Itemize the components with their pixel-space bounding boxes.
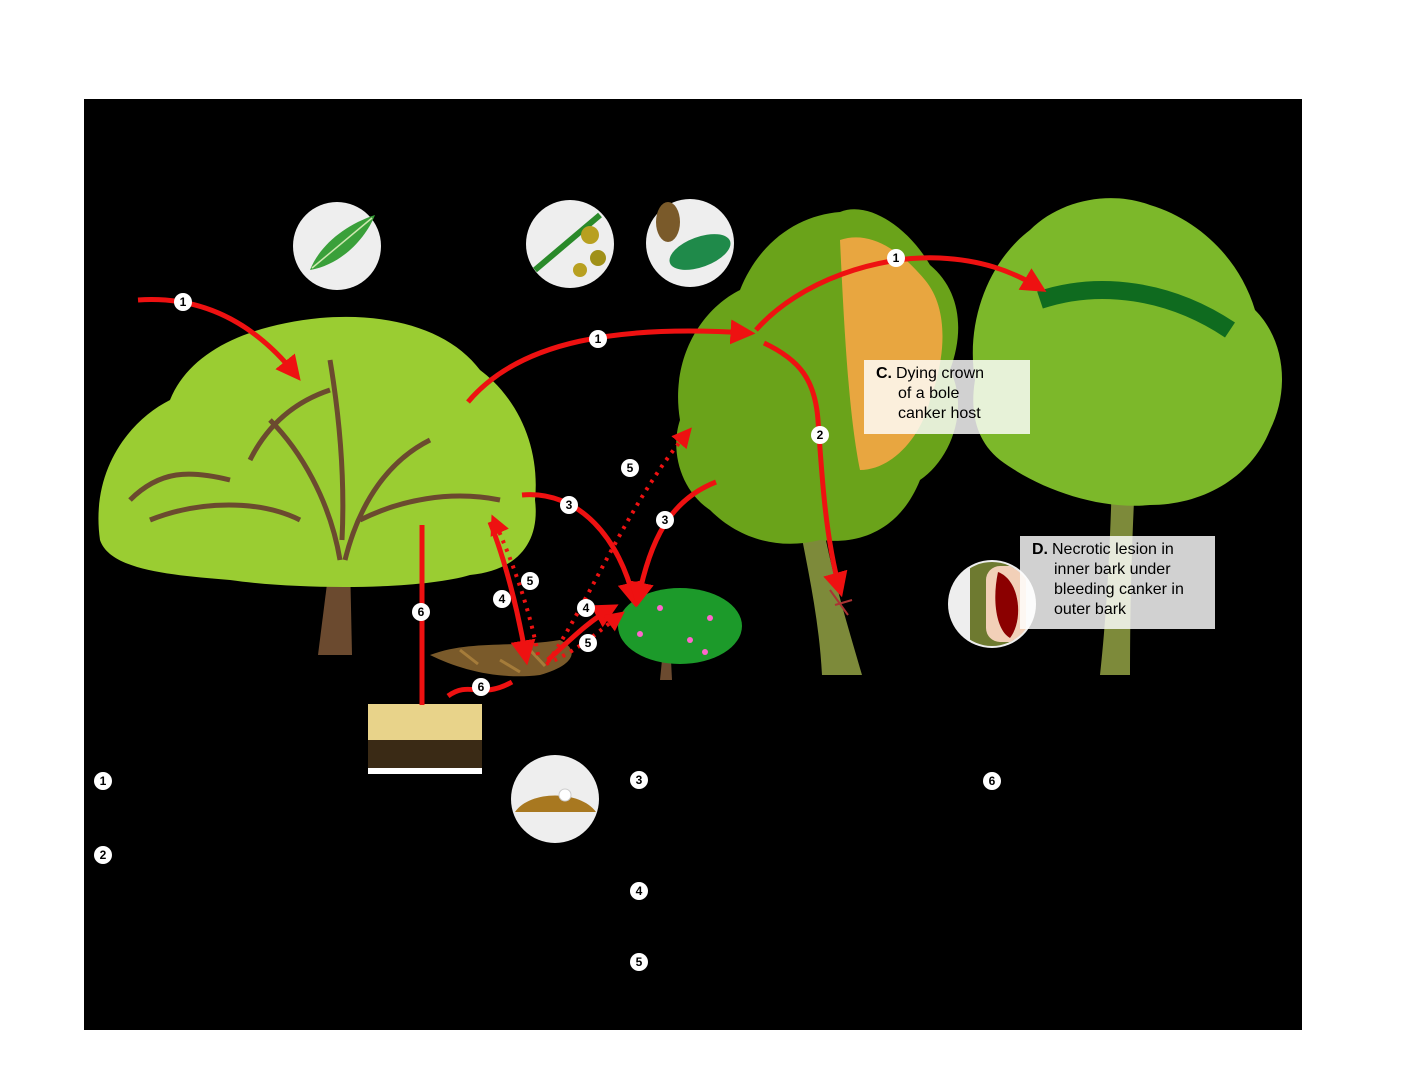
arrow-badge-3a: 3 bbox=[560, 496, 578, 514]
twig-blight-icon bbox=[526, 200, 614, 288]
sporulation-icon bbox=[511, 755, 599, 843]
arrow-badge-4b: 4 bbox=[577, 599, 595, 617]
leaf-lesion-icon bbox=[646, 199, 734, 287]
legend-item-4: 4 bbox=[630, 882, 648, 900]
leaf-litter bbox=[430, 640, 572, 677]
arrow-badge-3b: 3 bbox=[656, 511, 674, 529]
arrow-badge-6b: 6 bbox=[472, 678, 490, 696]
legend-item-1: 1 bbox=[94, 772, 112, 790]
label-d-letter: D. bbox=[1032, 541, 1048, 558]
arrow-badge-1a: 1 bbox=[174, 293, 192, 311]
label-d-necrotic-lesion: D.Necrotic lesion in inner bark under bl… bbox=[1020, 536, 1215, 629]
label-c-line-3: canker host bbox=[898, 405, 981, 422]
label-c-line-2: of a bole bbox=[898, 385, 960, 402]
foliar-host-tree bbox=[98, 316, 536, 655]
arrow-badge-1c: 1 bbox=[887, 249, 905, 267]
arrow-badge-4a: 4 bbox=[493, 590, 511, 608]
label-c-line-1: Dying crown bbox=[896, 365, 985, 382]
label-c-dying-crown: C.Dying crown of a bole canker host bbox=[864, 360, 1030, 434]
arrow-badge-2: 2 bbox=[811, 426, 829, 444]
label-d-line-2: inner bark under bbox=[1054, 561, 1171, 578]
label-d-line-3: bleeding canker in bbox=[1054, 581, 1184, 598]
dotted-arrows bbox=[490, 427, 692, 666]
label-d-line-1: Necrotic lesion in bbox=[1052, 541, 1174, 558]
understory-shrub bbox=[618, 588, 742, 680]
legend-item-2: 2 bbox=[94, 846, 112, 864]
arrow-badge-6a: 6 bbox=[412, 603, 430, 621]
arrow-badge-1b: 1 bbox=[589, 330, 607, 348]
label-c-letter: C. bbox=[876, 365, 892, 382]
legend-item-3: 3 bbox=[630, 771, 648, 789]
necrotic-lesion-icon bbox=[948, 560, 1036, 648]
arrow-badge-5a: 5 bbox=[621, 459, 639, 477]
legend-item-6: 6 bbox=[983, 772, 1001, 790]
arrow-badge-5c: 5 bbox=[579, 634, 597, 652]
arrow-badge-5b: 5 bbox=[521, 572, 539, 590]
leaf-spot-icon bbox=[293, 202, 381, 290]
soil-block bbox=[368, 704, 482, 774]
label-d-line-4: outer bark bbox=[1054, 601, 1127, 618]
legend-item-5: 5 bbox=[630, 953, 648, 971]
